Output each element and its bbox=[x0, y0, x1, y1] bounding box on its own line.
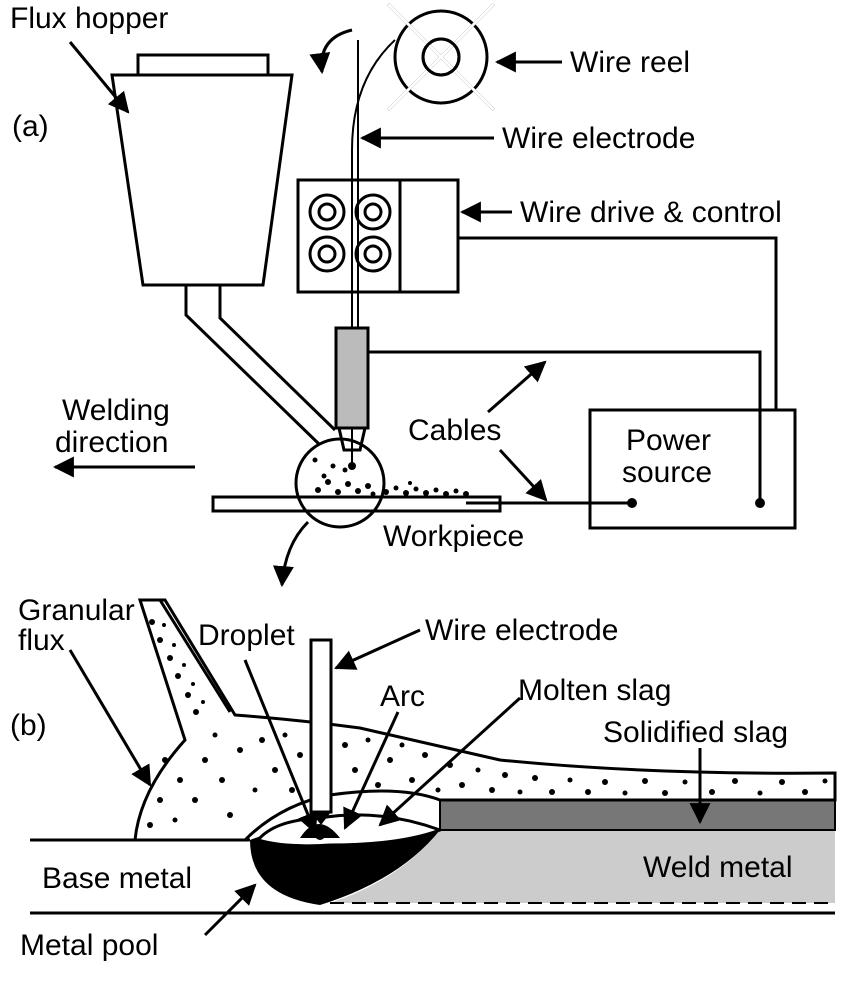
flux-particles bbox=[147, 619, 828, 828]
metal-pool-label: Metal pool bbox=[20, 929, 158, 962]
molten-slag-label: Molten slag bbox=[518, 674, 671, 707]
droplet-pointer bbox=[243, 659, 318, 834]
power-source-label-2: source bbox=[622, 456, 712, 489]
cables bbox=[368, 236, 778, 508]
welding-direction-label-1: Welding bbox=[62, 394, 170, 427]
base-metal-label: Base metal bbox=[42, 862, 192, 895]
solidified-slag-layer bbox=[439, 799, 836, 831]
wire-electrode-label-bottom: Wire electrode bbox=[425, 614, 618, 647]
arc-pointer bbox=[343, 711, 400, 830]
molten-slag-pointer bbox=[378, 696, 522, 827]
workpiece bbox=[211, 495, 502, 513]
panel-b-label: (b) bbox=[10, 709, 47, 742]
granular-flux-pointer bbox=[68, 649, 152, 787]
flux-hopper-pointer bbox=[68, 41, 130, 114]
cables-label: Cables bbox=[408, 414, 501, 447]
power-source-label-1: Power bbox=[626, 424, 711, 457]
flux-hopper-label: Flux hopper bbox=[10, 2, 168, 35]
granular-flux-label-2: flux bbox=[18, 624, 65, 657]
arc-label: Arc bbox=[380, 680, 425, 713]
wire-reel-label: Wire reel bbox=[570, 46, 690, 79]
metal-pool-pointer bbox=[203, 883, 257, 937]
wire-electrode-b bbox=[309, 638, 333, 814]
zoom-arrow bbox=[272, 520, 310, 588]
wire-electrode-pointer-b bbox=[334, 628, 421, 670]
panel-a bbox=[52, 2, 797, 588]
power-source-box bbox=[588, 408, 797, 530]
workpiece-label: Workpiece bbox=[383, 520, 524, 553]
contact-tube bbox=[334, 326, 370, 452]
wire-reel bbox=[386, 2, 496, 112]
wire-electrode bbox=[351, 39, 396, 465]
wire-electrode-label-top: Wire electrode bbox=[502, 122, 695, 155]
droplet-label: Droplet bbox=[198, 619, 295, 652]
panel-a-label: (a) bbox=[12, 110, 49, 143]
cables-pointer-upper bbox=[487, 360, 547, 414]
weld-metal-label: Weld metal bbox=[643, 851, 793, 884]
wire-drive-label: Wire drive & control bbox=[520, 196, 782, 229]
panel-b bbox=[30, 598, 837, 937]
cables-pointer-lower bbox=[498, 448, 548, 502]
solidified-slag-label: Solidified slag bbox=[603, 716, 788, 749]
rotation-arrow bbox=[309, 28, 353, 75]
wire-drive-unit bbox=[296, 178, 460, 294]
welding-direction-label-2: direction bbox=[55, 426, 168, 459]
weld-zone-circle bbox=[294, 437, 469, 529]
flux-hopper bbox=[110, 53, 337, 447]
weld-metal-region bbox=[330, 830, 835, 903]
granular-flux-label-1: Granular bbox=[18, 594, 135, 627]
